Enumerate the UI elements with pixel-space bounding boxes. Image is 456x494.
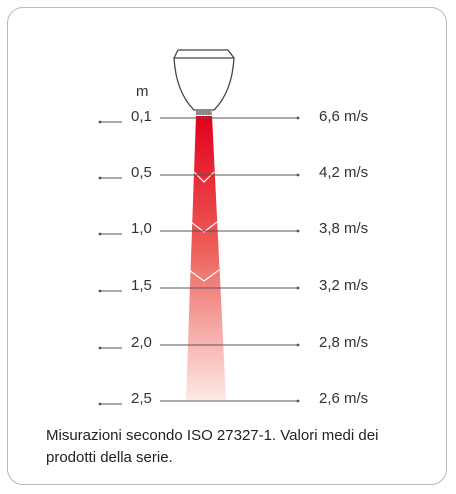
distance-label-1-5: 1,5 bbox=[131, 277, 152, 294]
measurement-lines bbox=[98, 116, 300, 406]
speed-label-0-5: 4,2 m/s bbox=[319, 164, 369, 181]
distance-label-2-0: 2,0 bbox=[131, 334, 152, 351]
speed-label-2-5: 2,6 m/s bbox=[319, 390, 369, 407]
distance-label-0-1: 0,1 bbox=[131, 108, 152, 125]
measurement-line-0-1 bbox=[98, 116, 300, 124]
measurement-line-2-5 bbox=[98, 399, 300, 406]
speed-label-1-0: 3,8 m/s bbox=[319, 220, 369, 237]
speed-label-1-5: 3,2 m/s bbox=[319, 277, 369, 294]
measurement-line-2-0 bbox=[98, 343, 300, 350]
distance-label-2-5: 2,5 bbox=[131, 390, 152, 407]
speed-label-2-0: 2,8 m/s bbox=[319, 334, 369, 351]
measurement-caption: Misurazioni secondo ISO 27327-1. Valori … bbox=[46, 427, 379, 466]
distance-label-0-5: 0,5 bbox=[131, 164, 152, 181]
measurement-line-1-5 bbox=[98, 286, 300, 293]
speed-label-0-1: 6,6 m/s bbox=[319, 108, 369, 125]
measurement-line-0-5 bbox=[98, 173, 300, 180]
fan-unit-icon bbox=[173, 49, 235, 115]
air-jet bbox=[186, 116, 226, 400]
distance-label-1-0: 1,0 bbox=[131, 220, 152, 237]
measurement-line-1-0 bbox=[98, 229, 300, 236]
distance-unit-label: m bbox=[136, 83, 149, 100]
